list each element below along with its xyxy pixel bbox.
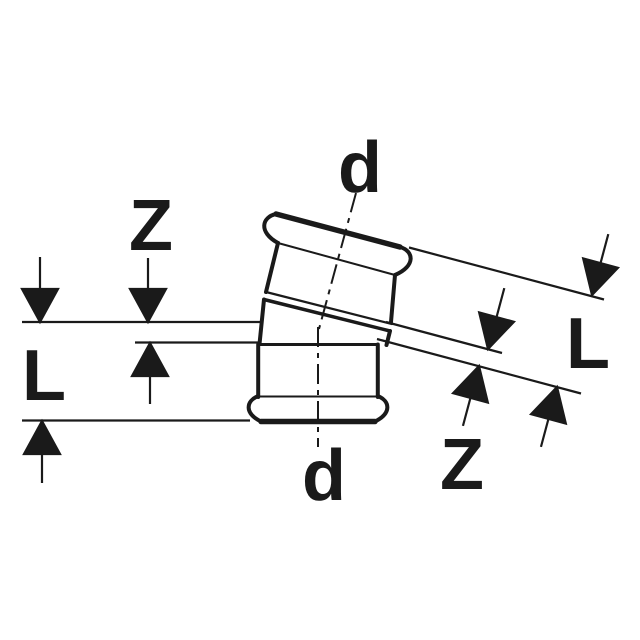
upper-socket-mouth-edge [273,211,403,250]
upper-socket-tube-left-edge [257,297,266,346]
upper-socket-right-bead [393,245,413,277]
centerlines [317,192,357,447]
dim-line-right-stop-plane [385,320,503,355]
arrow-left-l-down [20,257,60,325]
pipe-fitting-outline [246,211,413,425]
label-diameter-top: d [338,128,382,208]
arrow-right-l-up [528,384,568,448]
label-l-right: L [566,304,610,384]
lower-socket-right-bead [373,394,390,424]
upper-socket-shoulder-line-upper [264,290,394,326]
label-z-right: Z [440,425,484,505]
arrow-left-z-up [130,340,170,404]
arrow-left-l-up [22,418,62,483]
upper-socket-bead-tangent-line [277,242,396,276]
upper-socket-left-bead [262,212,280,245]
dimension-lines [22,246,605,422]
centerline-inclined-axis [318,192,357,330]
arrow-right-l-down [581,233,621,298]
label-z-left: Z [129,186,173,266]
upper-socket-left-wall [264,241,280,294]
upper-socket-right-wall [389,273,397,324]
label-l-left: L [22,336,66,416]
lower-socket-left-bead [246,394,263,424]
dimension-arrows [20,233,621,483]
upper-socket-shoulder-line-lower [262,297,392,333]
arrow-right-z-down [477,287,517,352]
label-diameter-bottom: d [302,436,346,516]
arrow-right-z-up [450,363,490,427]
arrow-left-z-down [128,258,168,325]
dim-line-right-mouth-plane [408,246,605,301]
